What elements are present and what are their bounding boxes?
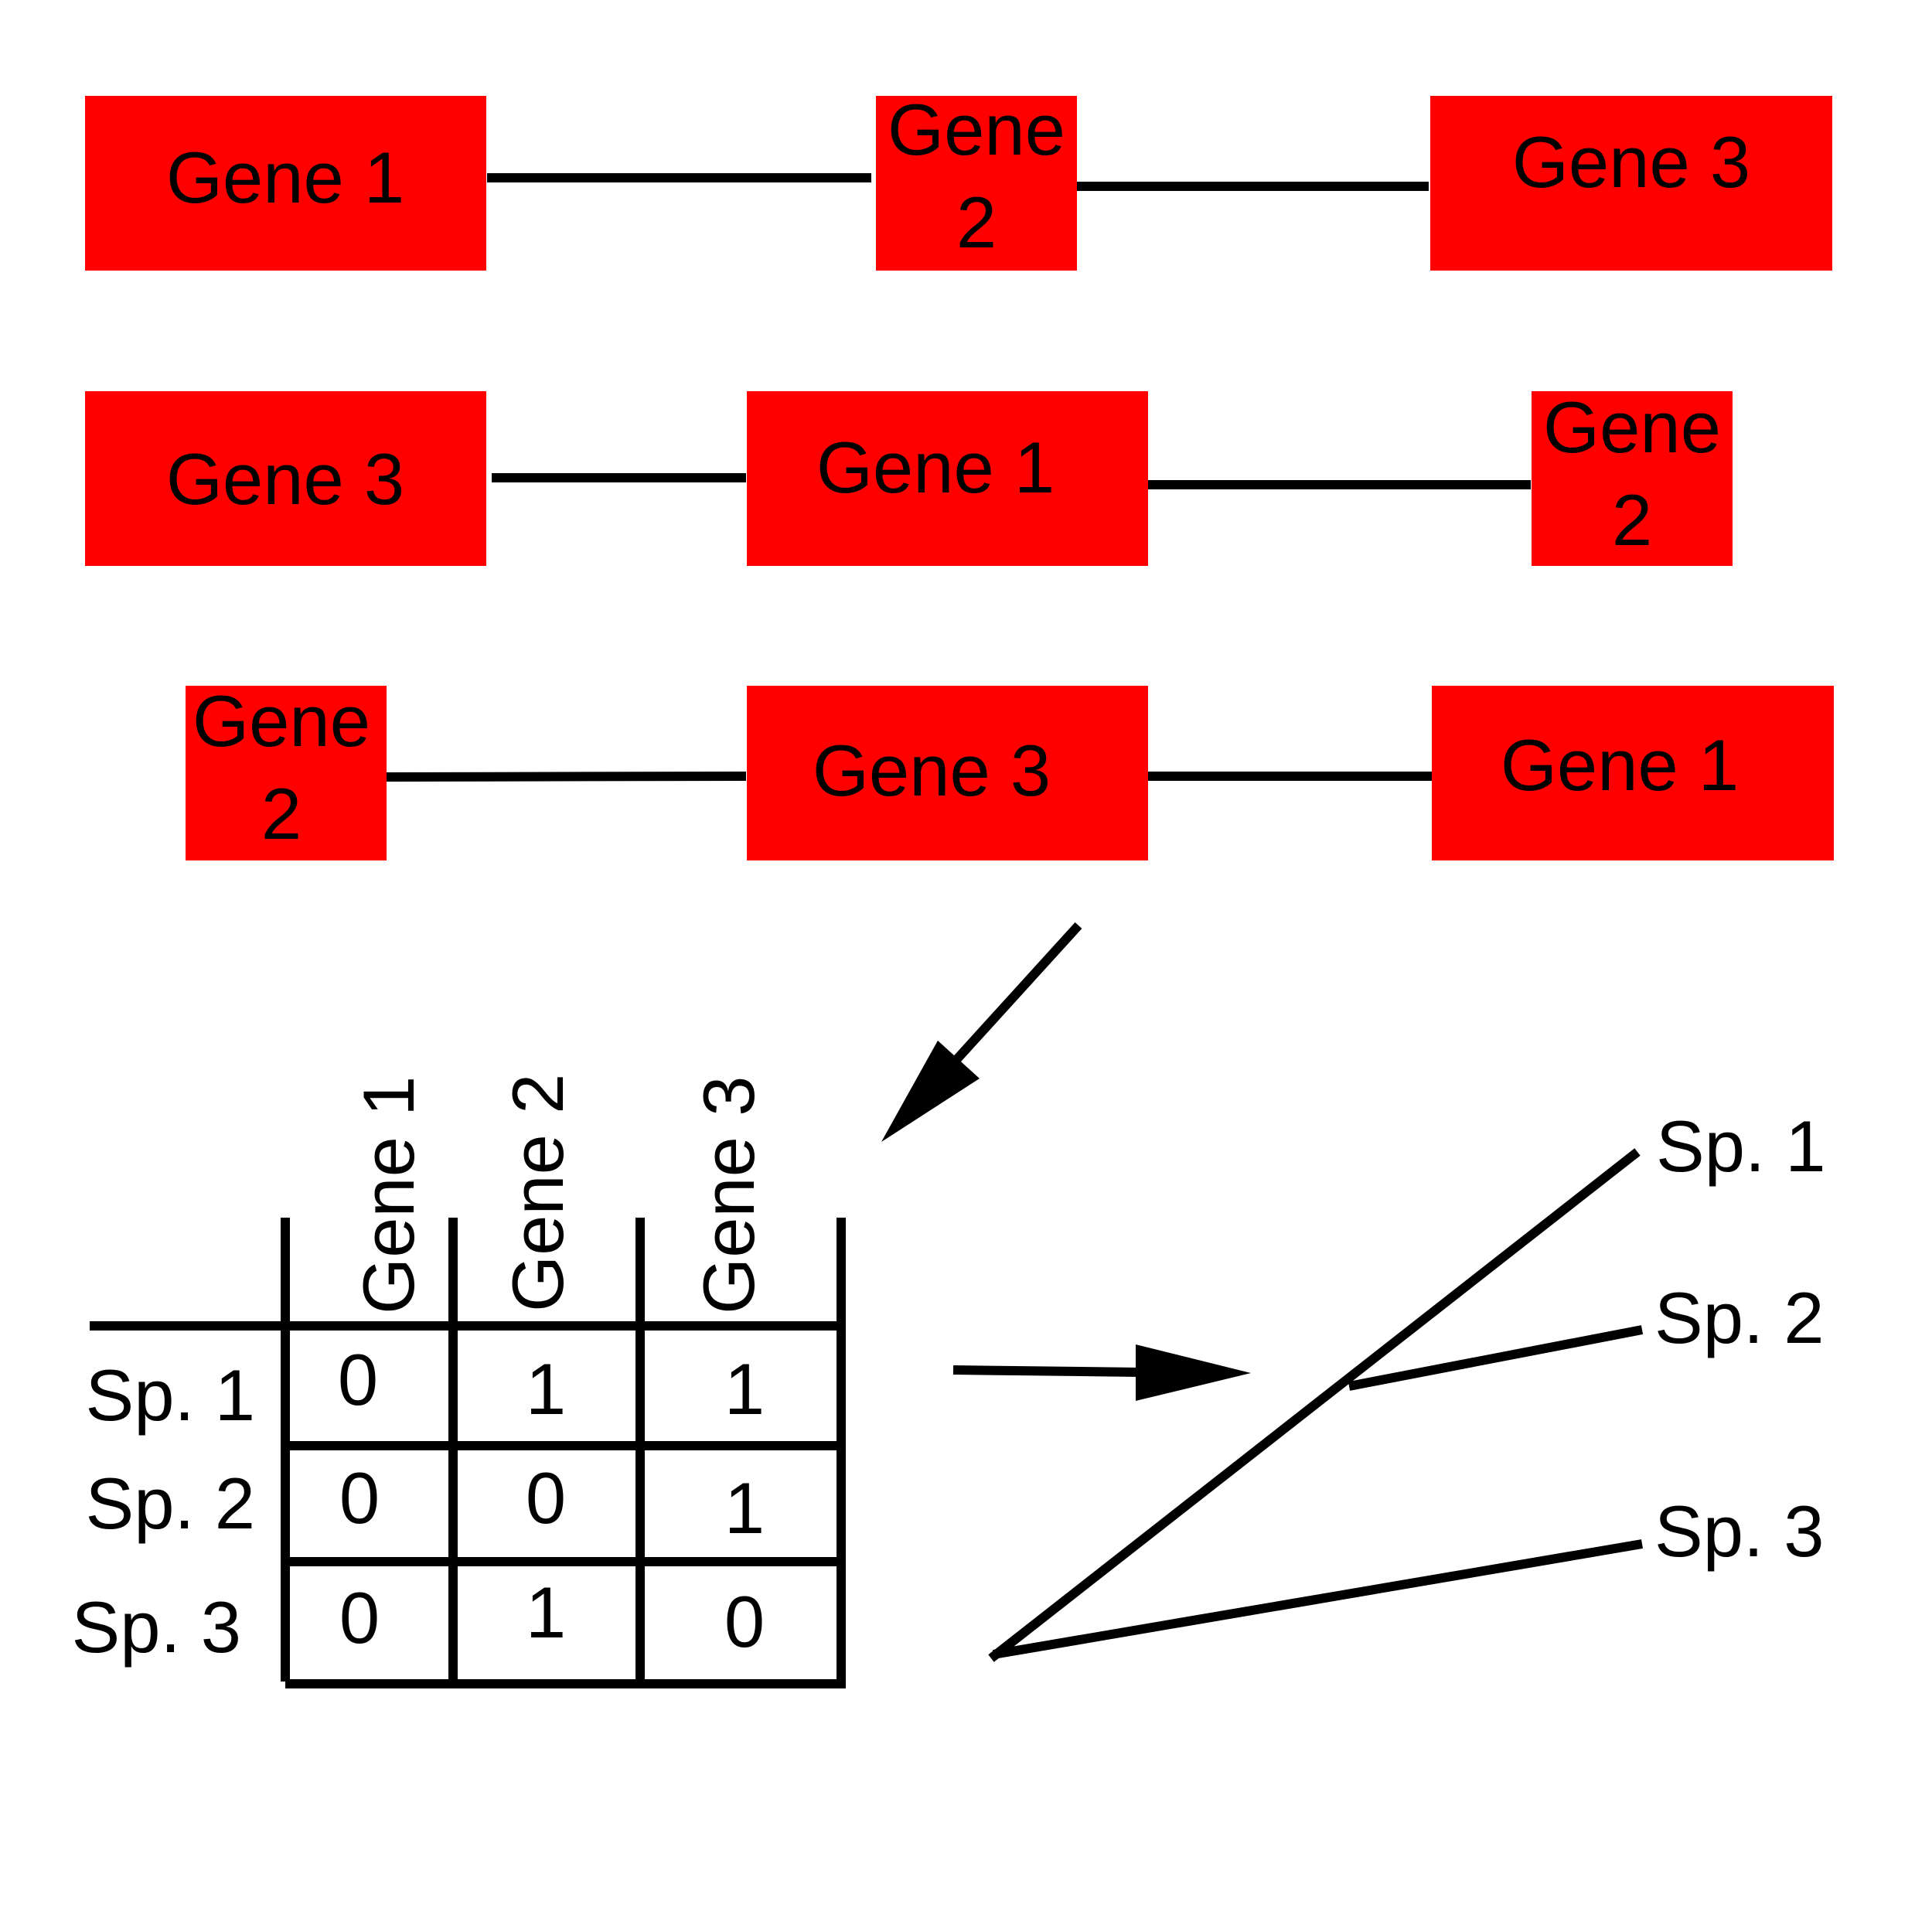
matrix-cell: 0 <box>724 1581 765 1662</box>
gene-box <box>85 96 486 271</box>
gene-label-line: Gene <box>1543 387 1721 468</box>
gene-box <box>1432 686 1834 860</box>
gene-row-2: Gene 3 Gene 1 Gene 2 <box>85 387 1733 566</box>
presence-matrix: Gene 1 Gene 2 Gene 3 Sp. 1 Sp. 2 Sp. 3 0… <box>72 1074 846 1688</box>
tree-leaf-label: Sp. 2 <box>1654 1277 1825 1358</box>
matrix-row-label: Sp. 1 <box>86 1354 256 1436</box>
matrix-cell: 0 <box>339 1457 380 1538</box>
gene-label: Gene 3 <box>1512 121 1750 203</box>
gene-box <box>747 686 1148 860</box>
matrix-cell: 0 <box>526 1457 566 1538</box>
gene-box <box>1430 96 1832 271</box>
arrow-to-matrix <box>881 922 1082 1142</box>
matrix-cell: 1 <box>526 1348 566 1429</box>
arrow-head <box>881 1041 980 1142</box>
matrix-cell: 1 <box>724 1348 765 1429</box>
gene-label-line: 2 <box>956 182 997 263</box>
phylogenetic-tree: Sp. 1 Sp. 2 Sp. 3 <box>988 1106 1826 1662</box>
arrow-shaft <box>952 922 1082 1065</box>
matrix-column-header: Gene 2 <box>497 1074 578 1312</box>
gene-box <box>1532 391 1733 566</box>
matrix-row-label: Sp. 2 <box>86 1463 256 1544</box>
gene-box <box>876 96 1077 271</box>
gene-label-wrapped: Gene 2 <box>193 680 370 854</box>
gene-label: Gene 1 <box>816 427 1055 508</box>
matrix-cell: 0 <box>339 1577 380 1658</box>
tree-branch <box>988 1148 1641 1662</box>
tree-leaf-label: Sp. 1 <box>1656 1106 1826 1187</box>
gene-box <box>186 686 387 860</box>
matrix-column-header: Gene 1 <box>348 1076 429 1314</box>
arrow-head <box>1136 1344 1251 1401</box>
matrix-cell: 1 <box>526 1572 566 1653</box>
gene-row-1: Gene 1 Gene 2 Gene 3 <box>85 89 1832 271</box>
gene-label: Gene 1 <box>1501 724 1739 806</box>
gene-label: Gene 3 <box>813 730 1051 811</box>
gene-row-3: Gene 2 Gene 3 Gene 1 <box>186 680 1834 860</box>
tree-branch <box>1348 1325 1644 1391</box>
gene-box <box>747 391 1148 566</box>
gene-order-rows: Gene 1 Gene 2 Gene 3 Gene 3 Gene 1 Gene 2 … <box>85 89 1834 860</box>
matrix-row-label: Sp. 3 <box>72 1586 242 1668</box>
matrix-column-header: Gene 3 <box>688 1076 769 1314</box>
tree-leaf-label: Sp. 3 <box>1654 1491 1825 1572</box>
connector-line <box>385 772 747 782</box>
gene-label-wrapped: Gene 2 <box>1543 387 1721 561</box>
gene-box <box>85 391 486 566</box>
gene-label-line: 2 <box>261 773 302 854</box>
gene-label-line: 2 <box>1612 479 1652 561</box>
arrow-to-tree <box>952 1344 1251 1401</box>
matrix-cell: 1 <box>724 1467 765 1549</box>
arrow-shaft <box>952 1365 1141 1377</box>
gene-label-wrapped: Gene 2 <box>888 89 1065 263</box>
gene-label: Gene 3 <box>166 438 404 520</box>
tree-branch <box>992 1539 1644 1659</box>
matrix-cell: 0 <box>338 1339 378 1420</box>
gene-label: Gene 1 <box>166 137 404 218</box>
gene-label-line: Gene <box>888 89 1065 170</box>
gene-label-line: Gene <box>193 680 370 762</box>
